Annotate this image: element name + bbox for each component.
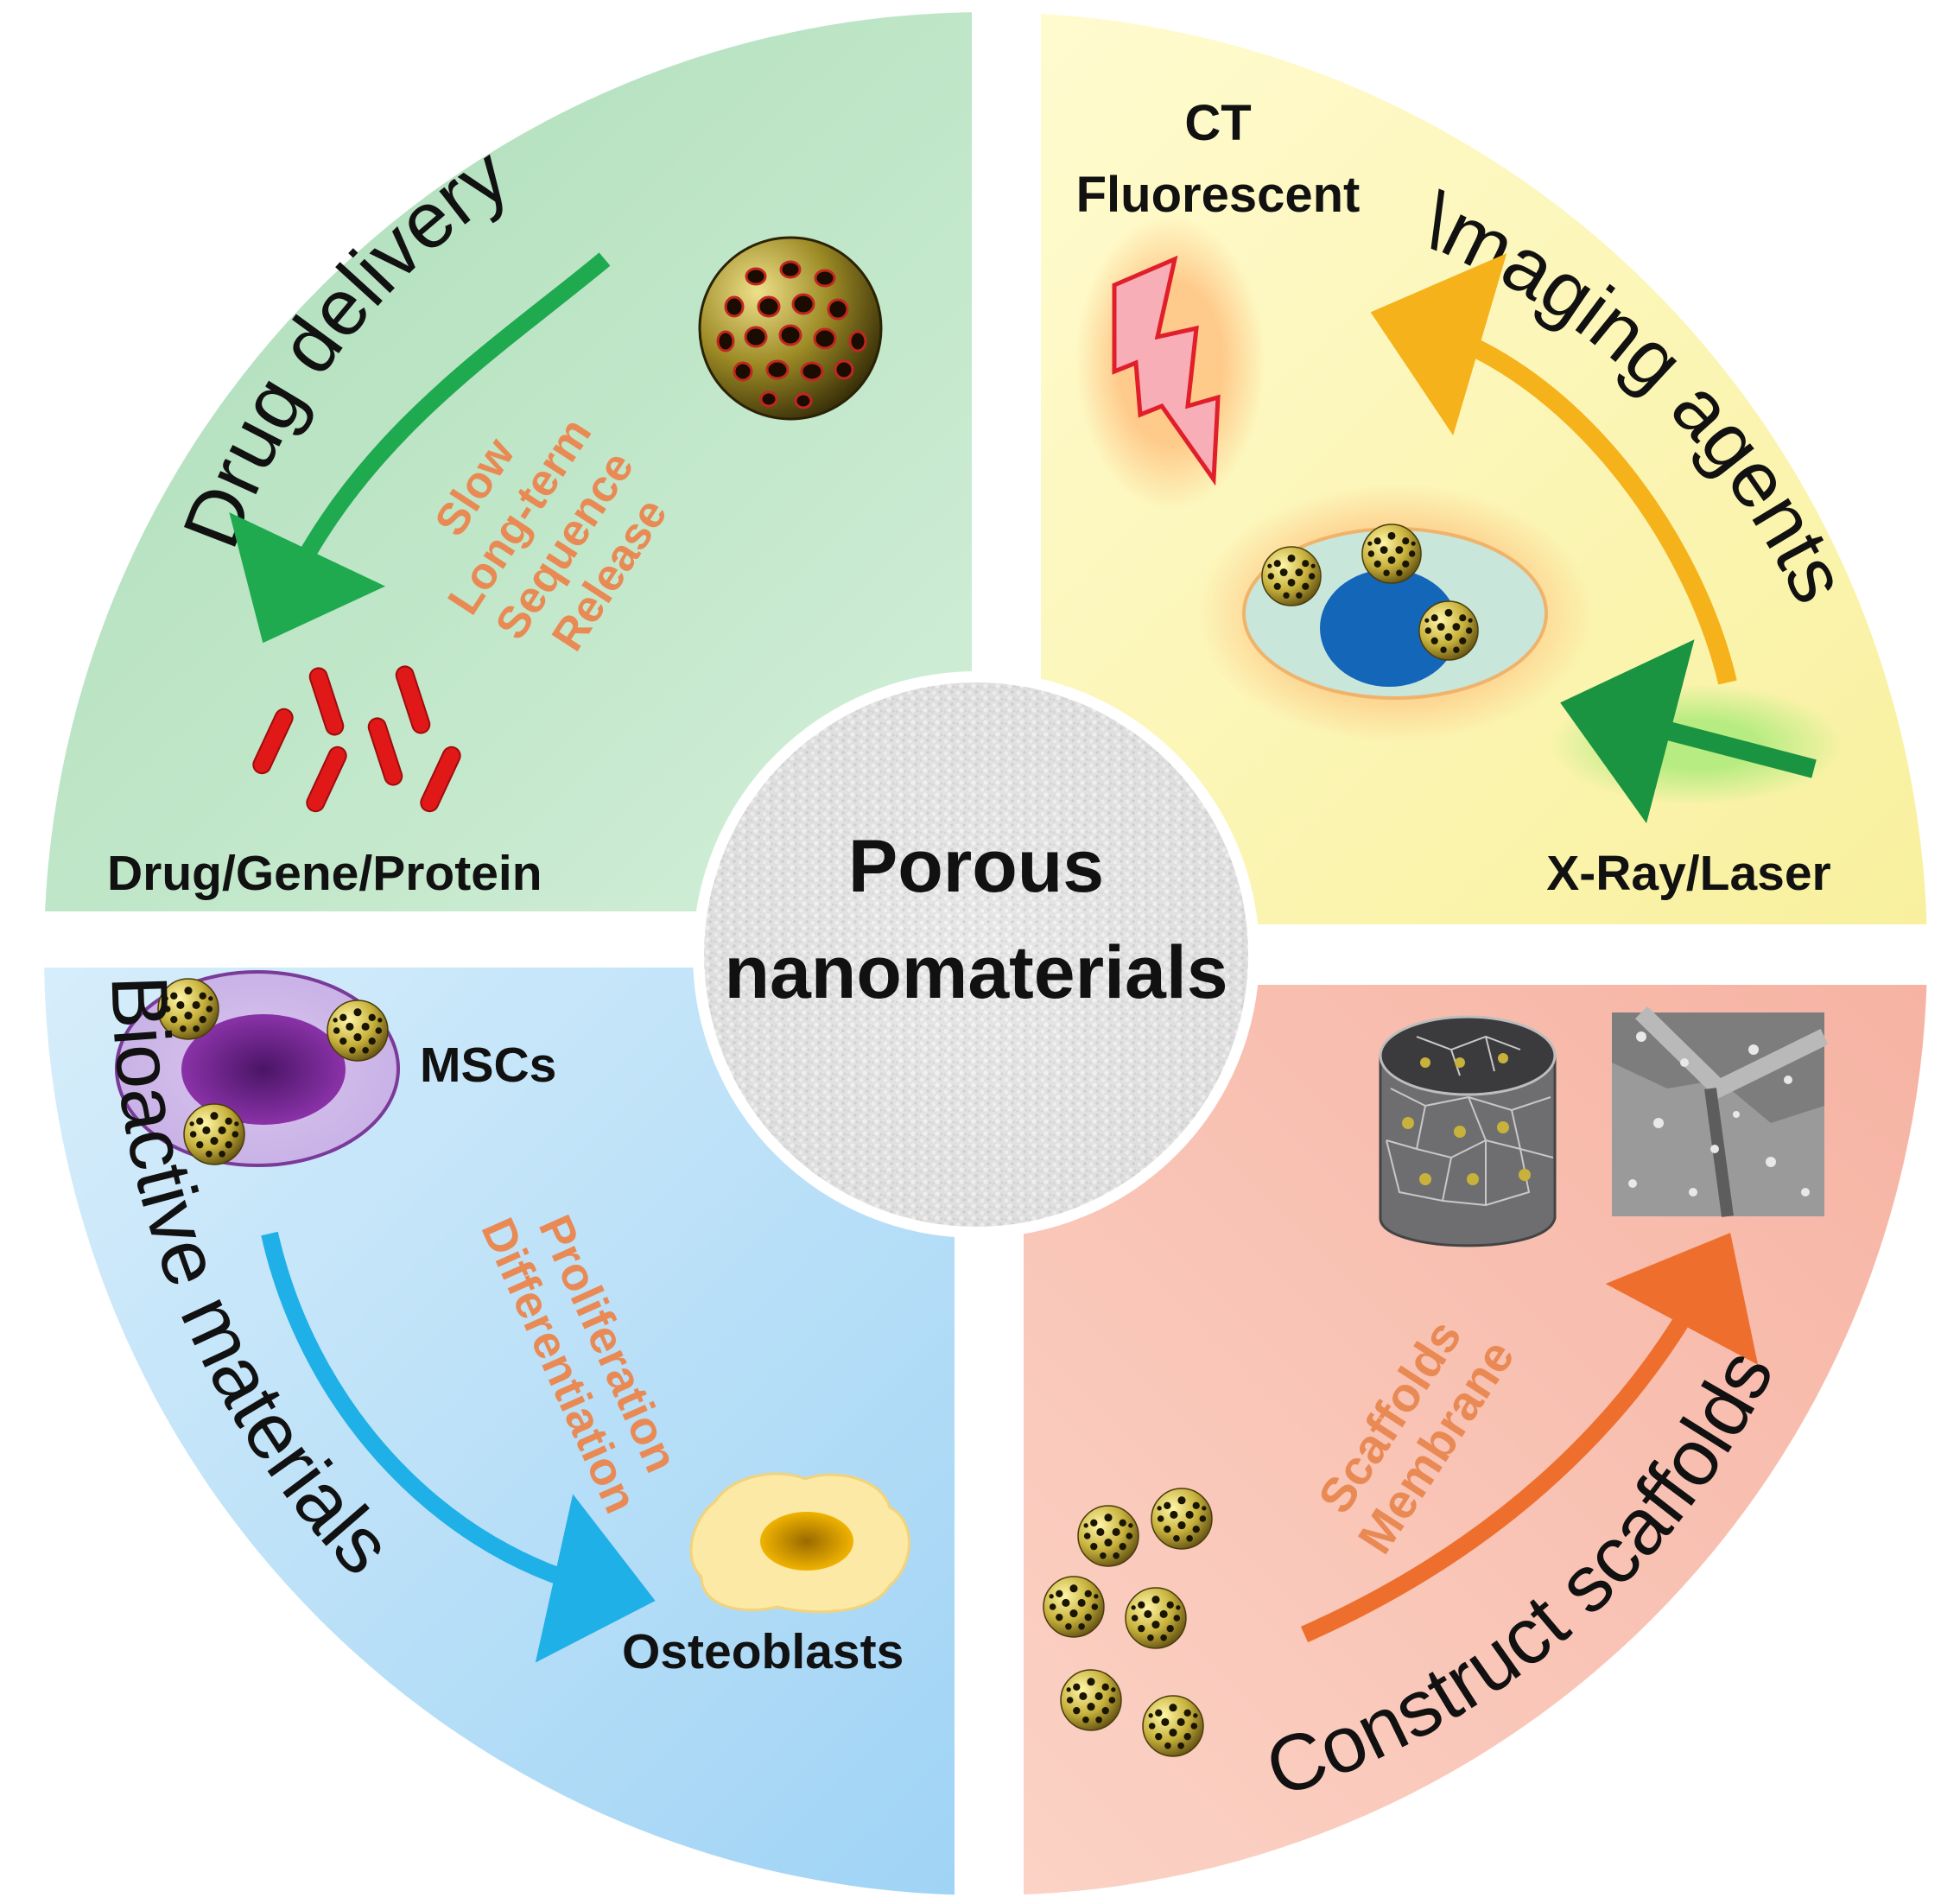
center-title-line2: nanomaterials: [724, 931, 1227, 1014]
center-circle: Porous nanomaterials: [693, 671, 1259, 1238]
porous-sphere-icon: [698, 236, 883, 421]
imaging-nanoparticle: [1418, 600, 1479, 661]
drug-capsules-icon: [252, 665, 461, 813]
lightning-icon: [1112, 255, 1221, 486]
imaging-source-label: X-Ray/Laser: [1546, 846, 1831, 901]
imaging-nanoparticle: [1261, 546, 1322, 606]
scaffold-cylinder-icon: [1379, 1015, 1557, 1247]
imaging-mode-fluorescent: Fluorescent: [1076, 167, 1361, 223]
scaffold-nanoparticle: [1125, 1587, 1187, 1649]
sem-image-icon: [1612, 1006, 1829, 1217]
msc-nucleus: [181, 1014, 346, 1125]
drug-delivery-arrow: [229, 252, 611, 644]
scaffold-nanoparticle: [1060, 1669, 1122, 1731]
laser-arrow: [1560, 639, 1817, 824]
msc-nanoparticle: [327, 1000, 389, 1062]
osteoblast-nucleus: [760, 1512, 853, 1571]
drug-cargo-label: Drug/Gene/Protein: [107, 846, 542, 901]
scaffold-nanoparticle: [1043, 1576, 1105, 1638]
imaging-cell-nucleus: [1320, 569, 1458, 687]
osteoblast-label: Osteoblasts: [622, 1624, 904, 1679]
scaffold-nanoparticle: [1077, 1505, 1139, 1567]
imaging-nanoparticle: [1361, 524, 1422, 584]
msc-label: MSCs: [420, 1038, 556, 1093]
scaffold-nanoparticle: [1151, 1488, 1213, 1550]
bioactive-arrow: [261, 1231, 656, 1663]
scaffolds-arrow: [1300, 1233, 1759, 1643]
scaffold-nanoparticle: [1142, 1695, 1204, 1757]
imaging-mode-ct: CT: [1184, 95, 1251, 151]
imaging-arrow: [1370, 253, 1737, 685]
center-title-line1: Porous: [848, 825, 1104, 908]
